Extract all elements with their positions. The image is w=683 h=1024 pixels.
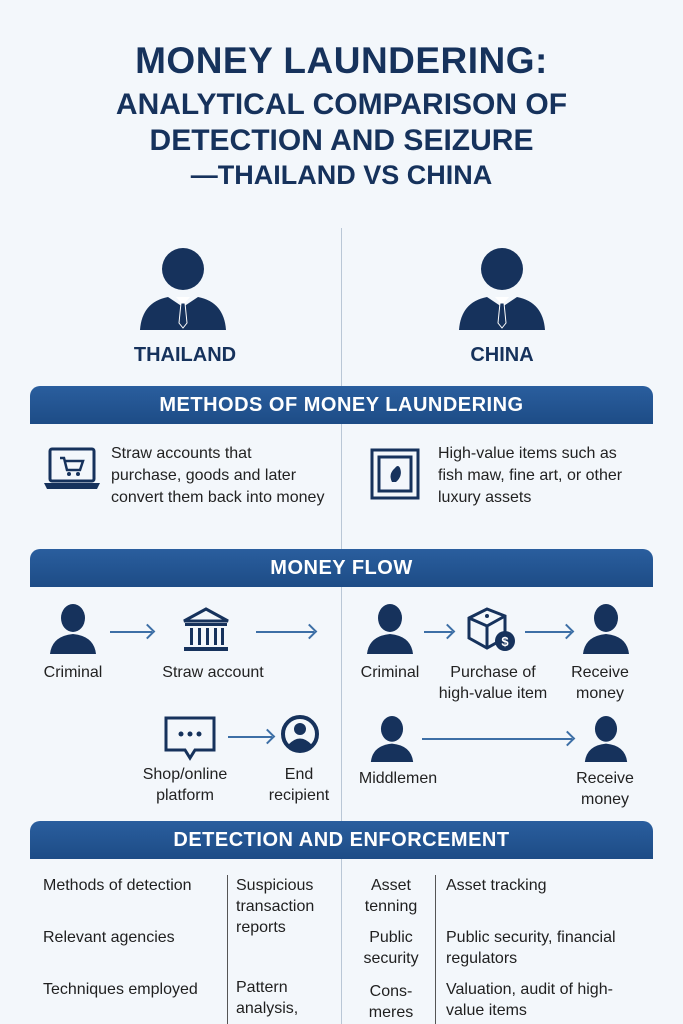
flow-label-shop: Shop/online platform (142, 766, 228, 804)
methods-china-text: High-value items such as fish maw, fine … (438, 445, 623, 506)
country-china: CHINA (470, 344, 534, 366)
flow-arrow (256, 631, 314, 633)
flow-label-purchase: Purchase of high-value item (438, 664, 548, 702)
flow-arrow (525, 631, 571, 633)
label-methods-of-detection: Methods of detection (43, 877, 192, 894)
value-public-security: Public security, financial regulators (446, 929, 616, 967)
money-flow-banner: MONEY FLOW (30, 549, 653, 587)
title-line-2: ANALYTICAL COMPARISON OF (115, 88, 568, 121)
flow-arrow (110, 631, 152, 633)
methods-banner: METHODS OF MONEY LAUNDERING (30, 386, 653, 424)
flow-label-end-recipient: End recipient (268, 766, 330, 804)
center-divider (341, 228, 342, 1024)
criminal-person-icon (367, 604, 413, 654)
label-techniques-employed: Techniques employed (43, 981, 198, 998)
laptop-cart-icon (44, 447, 100, 489)
flow-arrow (424, 631, 452, 633)
flow-label-receive-money: Receive money (571, 664, 629, 702)
chat-bubble-icon (164, 716, 216, 761)
recipient-circle-icon (281, 715, 319, 753)
label-public-security: Public security (363, 929, 419, 967)
flow-label-criminal-china: Criminal (360, 664, 420, 681)
value-asset-tracking: Asset tracking (446, 877, 547, 894)
flow-label-straw-account: Straw account (162, 664, 264, 681)
flow-arrow (228, 736, 272, 738)
country-thailand: THAILAND (133, 344, 237, 366)
receiver-person-icon (583, 604, 629, 654)
label-relevant-agencies: Relevant agencies (43, 929, 175, 946)
framed-art-icon (370, 448, 420, 500)
criminal-person-icon (50, 604, 96, 654)
flow-label-receive-money-2: Receive money (576, 770, 634, 808)
box-dollar-icon: $ (467, 607, 515, 651)
value-valuation-audit: Valuation, audit of high-value items (446, 981, 613, 1019)
value-suspicious-reports: Suspicious transaction reports (236, 877, 315, 936)
title-line-4: —THAILAND VS CHINA (190, 160, 493, 190)
bank-icon (183, 607, 229, 651)
detection-banner: DETECTION AND ENFORCEMENT (30, 821, 653, 859)
table-separator (435, 875, 436, 1024)
flow-label-criminal: Criminal (43, 664, 103, 681)
businessman-icon (459, 248, 545, 330)
middleman-person-icon (370, 716, 414, 762)
value-pattern-analysis: Pattern analysis, (236, 979, 299, 1017)
flow-arrow (422, 738, 572, 740)
svg-text:$: $ (501, 634, 509, 649)
title-line-3: DETECTION AND SEIZURE (149, 124, 534, 157)
flow-label-middlemen: Middlemen (358, 770, 438, 787)
table-separator (227, 875, 228, 1024)
businessman-icon (140, 248, 226, 330)
label-asset-tenning: Asset tenning (364, 877, 418, 915)
label-cons-meres: Cons-meres (368, 983, 414, 1021)
receiver-person-icon (584, 716, 628, 762)
methods-thailand-text: Straw accounts that purchase, goods and … (111, 445, 325, 506)
title-line-1: MONEY LAUNDERING: (135, 40, 548, 81)
